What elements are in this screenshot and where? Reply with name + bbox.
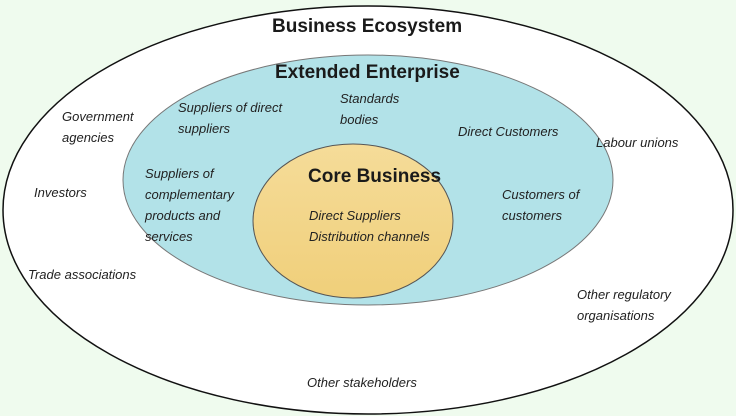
ecosystem-title: Business Ecosystem — [272, 16, 463, 37]
label-suppliers-of-direct-suppliers: Suppliers of direct suppliers — [178, 100, 283, 136]
label-labour-unions: Labour unions — [596, 135, 679, 150]
core-business-ellipse — [252, 143, 454, 299]
extended-title: Extended Enterprise — [275, 62, 460, 83]
label-direct-customers: Direct Customers — [458, 124, 559, 139]
label-other-regulatory: Other regulatory organisations — [577, 287, 671, 323]
label-standards-bodies: Standards bodies — [340, 91, 400, 127]
label-direct-suppliers: Direct Suppliers — [309, 208, 401, 223]
label-suppliers-of-complementary: Suppliers of complementary products and … — [145, 166, 234, 244]
label-customers-of-customers: Customers of customers — [502, 187, 580, 223]
label-other-stakeholders: Other stakeholders — [307, 375, 417, 390]
label-investors: Investors — [34, 185, 87, 200]
core-title: Core Business — [308, 166, 442, 187]
label-government-agencies: Government agencies — [62, 109, 134, 145]
label-trade-associations: Trade associations — [28, 267, 137, 282]
label-distribution-channels: Distribution channels — [309, 229, 430, 244]
